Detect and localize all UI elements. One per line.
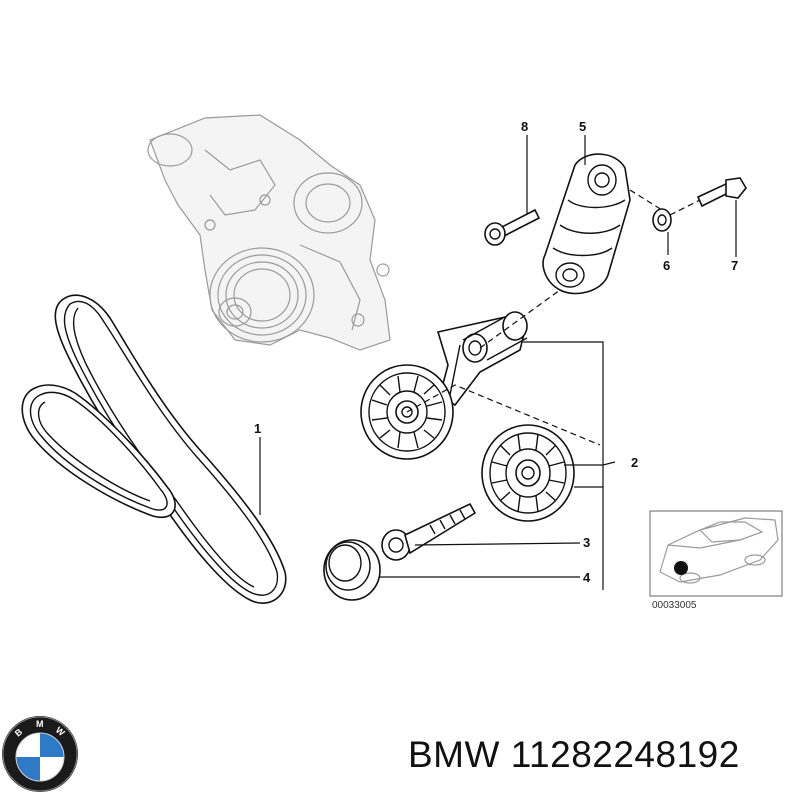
assembly-lines	[406, 189, 701, 446]
svg-text:M: M	[36, 719, 44, 729]
idler-pulley-lower	[481, 424, 575, 522]
tensioner-assembly	[360, 311, 575, 522]
part-number-label: BMW 11282248192	[408, 734, 740, 775]
callout-8: 8	[521, 119, 528, 134]
bmw-logo: B M W	[2, 716, 78, 792]
callout-1: 1	[254, 421, 261, 436]
callout-5: 5	[579, 119, 586, 134]
hex-bolt-long	[696, 177, 747, 208]
callout-3: 3	[583, 535, 590, 550]
callout-7: 7	[731, 258, 738, 273]
vehicle-location-thumbnail: 00033005	[649, 510, 783, 611]
svg-text:B: B	[13, 726, 25, 738]
leader-lines	[259, 135, 737, 590]
callout-4: 4	[583, 570, 591, 585]
pulley-cover-cap	[323, 539, 381, 601]
pulley-bolt	[381, 502, 477, 561]
washer	[652, 208, 672, 232]
drive-belt	[21, 294, 287, 604]
flange-bolt	[484, 208, 541, 246]
hydraulic-tensioner	[542, 153, 631, 295]
water-pump-ghost	[147, 114, 391, 351]
callout-6: 6	[663, 258, 670, 273]
thumbnail-code: 00033005	[652, 600, 697, 611]
callout-2: 2	[631, 455, 638, 470]
